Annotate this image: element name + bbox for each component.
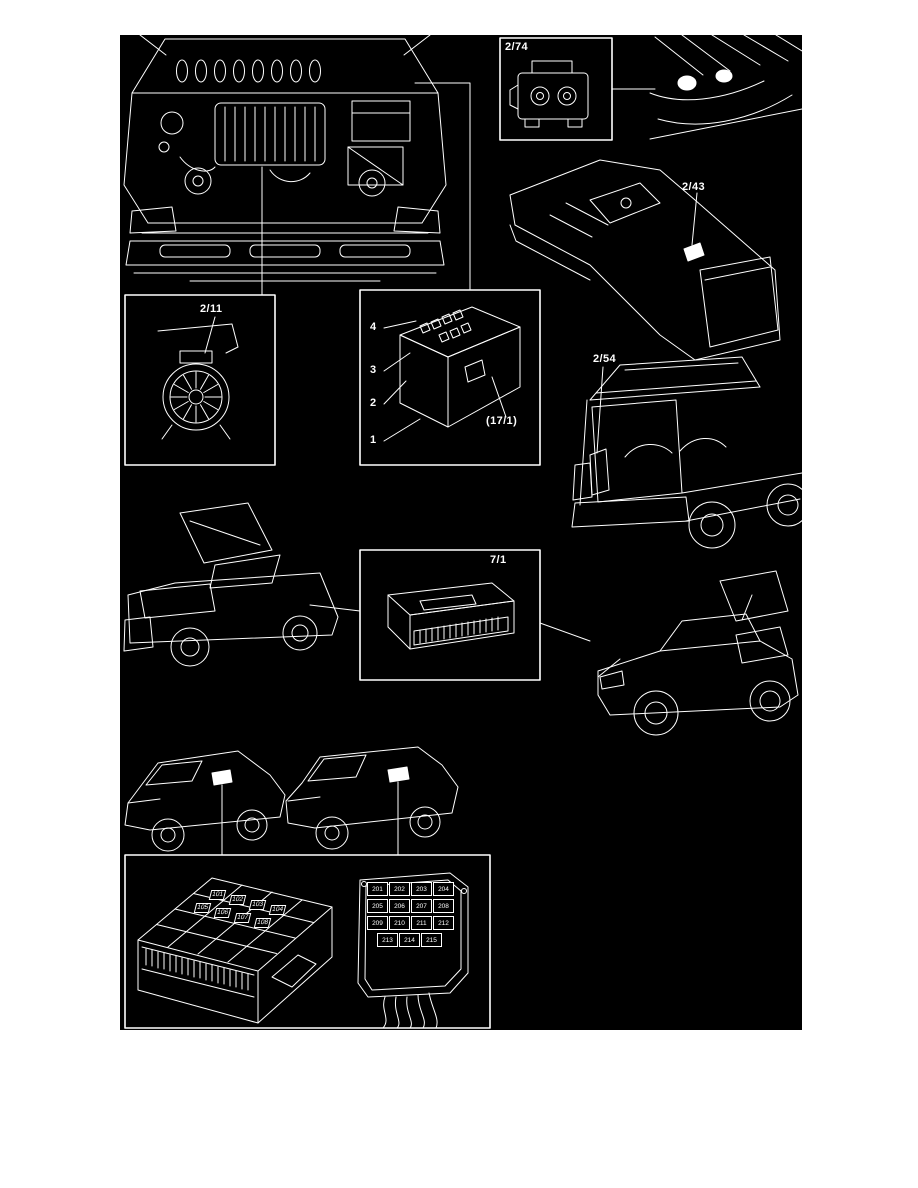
relay-cell-205: 205 [367, 899, 388, 913]
car-front-right-drawing [285, 746, 459, 856]
inset-box-2-74 [499, 37, 613, 141]
car-front-left-drawing [124, 750, 286, 856]
fuse-label-101: 101 [208, 890, 227, 900]
leaders-relay-levels [383, 320, 421, 442]
coupe-trunk-drawing [597, 570, 799, 736]
relay-grid-row-1: 201 202 203 204 [367, 882, 454, 896]
relay-cell-204: 204 [433, 882, 454, 896]
relay-cell-201: 201 [367, 882, 388, 896]
sedan-trunk-drawing [123, 502, 361, 667]
center-console-drawing [509, 159, 781, 361]
relay-cell-208: 208 [433, 899, 454, 913]
diagram-line-art [123, 35, 802, 1029]
callout-2-11: 2/11 [200, 303, 223, 315]
leader-sedan-to-ecu [309, 604, 361, 612]
callout-level-3: 3 [370, 364, 377, 376]
wagon-drawing [571, 356, 802, 549]
callout-2-54: 2/54 [593, 353, 617, 365]
inset-box-fuse-panel [124, 854, 491, 1029]
relay-cell-209: 209 [367, 916, 388, 930]
relay-cell-215: 215 [421, 933, 442, 947]
callout-level-4: 4 [370, 321, 377, 333]
callout-2-74: 2/74 [505, 41, 529, 53]
relay-grid-row-2: 205 206 207 208 [367, 899, 454, 913]
diagram-canvas: 2/74 2/43 2/11 2/54 7/1 (17/1) 4 3 2 1 1… [120, 35, 802, 1030]
d-pillar-panel [589, 448, 610, 496]
fuse-label-105: 105 [193, 903, 212, 913]
relay-cell-210: 210 [389, 916, 410, 930]
callout-level-1: 1 [370, 434, 377, 446]
engine-bay-drawing [123, 35, 471, 296]
leader-254 [596, 366, 604, 454]
highlighted-fusebox-location-right [387, 766, 410, 783]
callout-7-1: 7/1 [490, 554, 507, 566]
fuse-panel-inset [124, 854, 491, 1029]
relay-grid-row-3: 209 210 211 212 [367, 916, 454, 930]
relay-cell-202: 202 [389, 882, 410, 896]
relay-cell-213: 213 [377, 933, 398, 947]
relay-cell-212: 212 [433, 916, 454, 930]
relay-grid-row-4: 213 214 215 [377, 933, 442, 947]
relay-box-inset [359, 289, 541, 466]
fuse-label-102: 102 [228, 895, 247, 905]
leader-ecu-to-coupe [539, 622, 591, 642]
blower-inset [124, 294, 276, 466]
relay-cell-207: 207 [411, 899, 432, 913]
inset-box-relay [359, 289, 541, 466]
relay-panel-outline [357, 872, 469, 998]
inset-box-2-11 [124, 294, 276, 466]
leader-243-to-switch [691, 192, 698, 246]
relay-cell-214: 214 [399, 933, 420, 947]
ecu-inset [359, 549, 591, 681]
dash-fragment-drawing [649, 35, 802, 140]
callout-17-1: (17/1) [486, 415, 518, 427]
relay-cell-206: 206 [389, 899, 410, 913]
fuse-label-103: 103 [248, 900, 267, 910]
highlighted-fusebox-location-left [211, 769, 233, 786]
leader-engine-to-relaybox [414, 82, 471, 291]
inset-box-7-1 [359, 549, 541, 681]
leader-171 [491, 376, 507, 418]
fuse-label-106: 106 [213, 908, 232, 918]
callout-2-43: 2/43 [682, 181, 706, 193]
callout-level-2: 2 [370, 397, 377, 409]
relay-cell-211: 211 [411, 916, 432, 930]
relay-bracket-inset [499, 37, 656, 141]
highlighted-console-switch [683, 242, 705, 262]
relay-cell-203: 203 [411, 882, 432, 896]
fuse-label-107: 107 [233, 913, 252, 923]
fuse-label-108: 108 [253, 918, 272, 928]
wiring-harness [382, 992, 438, 1029]
fuse-label-104: 104 [268, 905, 287, 915]
leader-211-to-fan [204, 316, 216, 354]
